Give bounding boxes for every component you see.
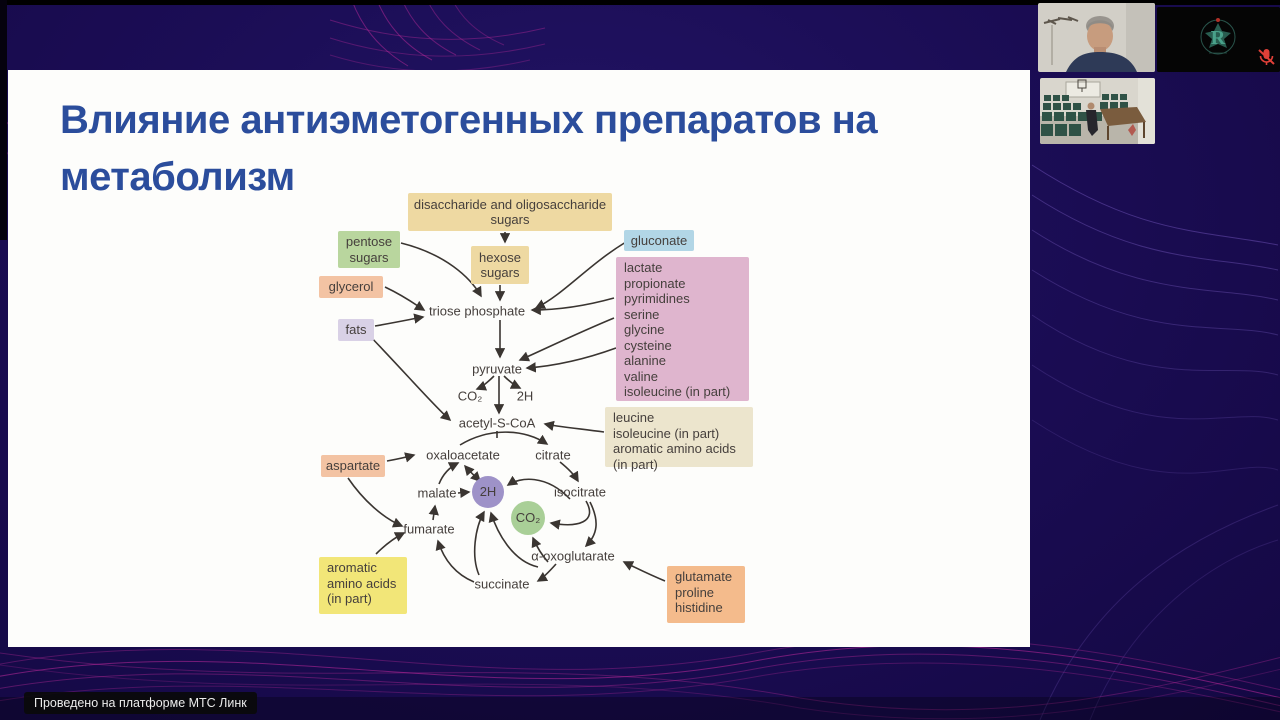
box-fats: fats	[338, 319, 374, 341]
top-letterbox-bar	[0, 0, 1280, 5]
label-acetyl-s-coa: acetyl-S-CoA	[458, 415, 536, 431]
box-amino-acids-pink: lactate propionate pyrimidines serine gl…	[616, 257, 749, 401]
participant-video-classroom[interactable]	[1040, 78, 1155, 144]
slide-title: Влияние антиэметогенных препаратов на ме…	[60, 98, 878, 199]
label-pyruvate: pyruvate	[472, 361, 522, 377]
diagram-arrows-layer	[347, 232, 666, 583]
label-malate: malate	[417, 485, 457, 501]
circle-2h: 2H	[472, 476, 504, 508]
speaker-video-frame	[1038, 3, 1155, 72]
box-amino-acids-beige: leucine isoleucine (in part) aromatic am…	[605, 407, 753, 472]
participant-tile-logo[interactable]: R	[1157, 7, 1280, 72]
box-glutamate-proline-histidine: glutamate proline histidine	[667, 566, 745, 623]
participant-video-speaker[interactable]	[1038, 3, 1155, 72]
label-triose-phosphate: triose phosphate	[428, 303, 526, 319]
platform-badge: Проведено на платформе МТС Линк	[24, 692, 257, 714]
label-alpha-oxoglutarate: α-oxoglutarate	[531, 548, 615, 564]
label-co2-upper: CO₂	[457, 388, 483, 404]
left-letterbox-bar	[0, 0, 7, 240]
label-2h-upper: 2H	[516, 388, 534, 404]
label-oxaloacetate: oxaloacetate	[426, 447, 500, 463]
logo-tile-frame: R	[1157, 7, 1280, 72]
r-logo-icon: R	[1200, 18, 1236, 55]
circle-co2: CO₂	[511, 501, 545, 535]
shared-slide[interactable]: Влияние антиэметогенных препаратов на ме…	[8, 70, 1030, 647]
box-gluconate: gluconate	[624, 230, 694, 251]
label-fumarate: fumarate	[403, 521, 455, 537]
label-succinate: succinate	[474, 576, 530, 592]
mic-off-icon	[1258, 49, 1275, 65]
box-glycerol: glycerol	[319, 276, 383, 298]
box-aspartate: aspartate	[321, 455, 385, 477]
bottom-shade-bar	[0, 697, 1280, 720]
box-disaccharide-sugars: disaccharide and oligosaccharide sugars	[408, 193, 612, 231]
classroom-video-frame	[1040, 78, 1155, 144]
label-isocitrate: isocitrate	[553, 484, 607, 500]
label-citrate: citrate	[535, 447, 571, 463]
box-hexose-sugars: hexose sugars	[471, 246, 529, 284]
box-pentose-sugars: pentose sugars	[338, 231, 400, 268]
box-aromatic-amino-acids: aromatic amino acids (in part)	[319, 557, 407, 614]
svg-text:R: R	[1211, 27, 1226, 49]
